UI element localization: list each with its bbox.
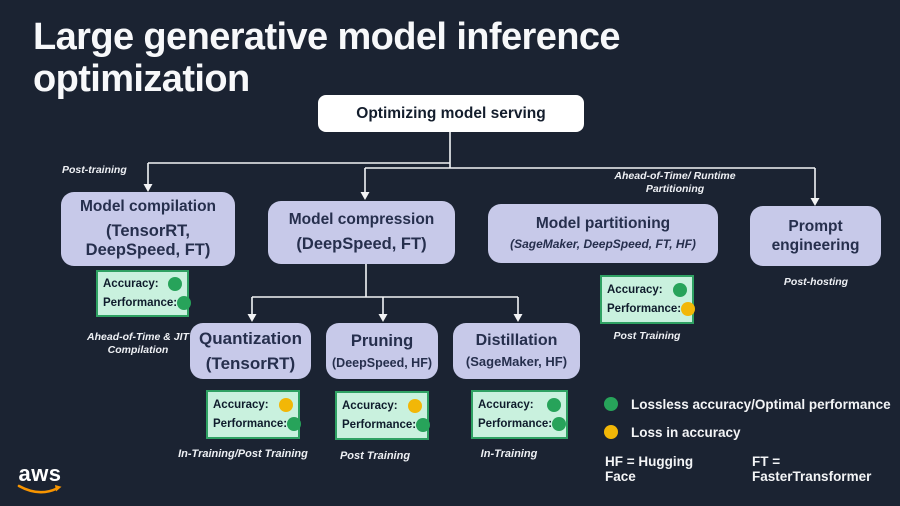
node-pruning: Pruning (DeepSpeed, HF) xyxy=(326,323,438,379)
performance-label: Performance: xyxy=(478,418,553,431)
performance-label: Performance: xyxy=(342,419,417,432)
performance-label: Performance: xyxy=(103,296,178,309)
note-compilation: Ahead-of-Time & JIT Compilation xyxy=(87,331,189,356)
accuracy-row: Accuracy: xyxy=(478,397,561,412)
accuracy-label: Accuracy: xyxy=(478,398,534,411)
legend-item-lossless: Lossless accuracy/Optimal performance xyxy=(604,396,891,412)
node-subtitle: (TensorRT) xyxy=(205,353,296,373)
node-subtitle: (TensorRT, DeepSpeed, FT) xyxy=(85,222,211,259)
note-pruning: Post Training xyxy=(339,450,411,462)
node-title: Model partitioning xyxy=(535,215,671,233)
aws-wordmark: aws xyxy=(18,461,62,486)
legend-label: Loss in accuracy xyxy=(631,424,741,440)
tree-trunk-lines xyxy=(148,132,815,298)
edge-label-aot-runtime-line2: Partitioning xyxy=(645,183,705,195)
performance-row: Performance: xyxy=(342,418,431,433)
node-distillation: Distillation (SageMaker, HF) xyxy=(453,323,580,379)
accuracy-label: Accuracy: xyxy=(213,398,269,411)
edge-label-aot-runtime-line1: Ahead-of-Time/ Runtime xyxy=(614,170,736,182)
aws-logo: aws xyxy=(16,461,64,496)
aws-smile-icon xyxy=(17,484,62,494)
metric-card-partitioning: Accuracy: Performance: xyxy=(600,275,696,324)
node-subtitle: (DeepSpeed, HF) xyxy=(332,355,433,370)
edge-label-post-hosting: Post-hosting xyxy=(783,276,849,288)
root-node-label: Optimizing model serving xyxy=(356,104,546,122)
accuracy-row: Accuracy: xyxy=(342,398,422,413)
accuracy-label: Accuracy: xyxy=(342,399,398,412)
page-title-line2: optimization xyxy=(33,58,250,100)
accuracy-row: Accuracy: xyxy=(103,277,182,292)
note-quantization: In-Training/Post Training xyxy=(178,448,308,460)
performance-row: Performance: xyxy=(213,417,302,432)
node-prompt-engineering: Prompt engineering xyxy=(750,206,881,266)
metric-card-distillation: Accuracy: Performance: xyxy=(471,390,568,439)
node-title: Pruning xyxy=(350,331,414,350)
note-partitioning: Post Training xyxy=(613,330,681,342)
node-title: Model compilation xyxy=(79,198,217,216)
edge-label-post-training: Post-training xyxy=(62,164,127,176)
page-title: Large generative model inference optimiz… xyxy=(33,16,621,100)
performance-dot xyxy=(287,417,302,432)
performance-dot xyxy=(552,417,567,432)
page-title-line1: Large generative model inference xyxy=(33,16,621,58)
performance-dot xyxy=(681,302,696,317)
node-subtitle: (DeepSpeed, FT) xyxy=(296,235,427,254)
legend-label: Lossless accuracy/Optimal performance xyxy=(631,396,891,412)
abbreviations: HF = Hugging Face FT = FasterTransformer xyxy=(605,454,900,484)
performance-row: Performance: xyxy=(478,417,567,432)
accuracy-dot xyxy=(673,282,687,297)
legend: Lossless accuracy/Optimal performance Lo… xyxy=(604,397,891,453)
accuracy-dot xyxy=(408,398,422,413)
performance-dot xyxy=(416,418,431,433)
accuracy-dot xyxy=(279,397,293,412)
note-distillation: In-Training xyxy=(480,448,538,460)
abbrev-ft: FT = FasterTransformer xyxy=(752,454,872,484)
node-model-compression: Model compression (DeepSpeed, FT) xyxy=(268,201,455,264)
legend-item-loss: Loss in accuracy xyxy=(604,424,891,440)
abbrev-hf: HF = Hugging Face xyxy=(605,454,694,484)
node-model-compilation: Model compilation (TensorRT, DeepSpeed, … xyxy=(61,192,235,266)
accuracy-row: Accuracy: xyxy=(213,397,293,412)
accuracy-dot xyxy=(547,397,561,412)
accuracy-dot xyxy=(168,277,182,292)
performance-row: Performance: xyxy=(103,295,192,310)
accuracy-label: Accuracy: xyxy=(103,278,159,291)
accuracy-label: Accuracy: xyxy=(607,283,663,296)
node-optimizing-model-serving: Optimizing model serving xyxy=(318,95,584,132)
legend-green-dot xyxy=(604,397,618,411)
metric-card-compilation: Accuracy: Performance: xyxy=(96,270,192,317)
node-title: Model compression xyxy=(288,211,435,229)
node-model-partitioning: Model partitioning (SageMaker, DeepSpeed… xyxy=(488,204,718,263)
edge-label-aot-runtime: Ahead-of-Time/ Runtime Partitioning xyxy=(599,170,751,196)
accuracy-row: Accuracy: xyxy=(607,282,687,297)
performance-label: Performance: xyxy=(213,418,288,431)
metric-card-quantization: Accuracy: Performance: xyxy=(206,390,302,439)
node-title: Quantization xyxy=(199,328,302,348)
node-subtitle: (SageMaker, HF) xyxy=(465,354,568,370)
node-title: Prompt engineering xyxy=(771,217,860,254)
performance-row: Performance: xyxy=(607,302,696,317)
node-subtitle: (SageMaker, DeepSpeed, FT, HF) xyxy=(510,237,696,252)
node-title: Distillation xyxy=(475,332,558,350)
performance-dot xyxy=(177,295,192,310)
performance-label: Performance: xyxy=(607,303,682,316)
metric-card-pruning: Accuracy: Performance: xyxy=(335,391,431,440)
legend-yellow-dot xyxy=(604,425,618,439)
node-quantization: Quantization (TensorRT) xyxy=(190,323,311,379)
